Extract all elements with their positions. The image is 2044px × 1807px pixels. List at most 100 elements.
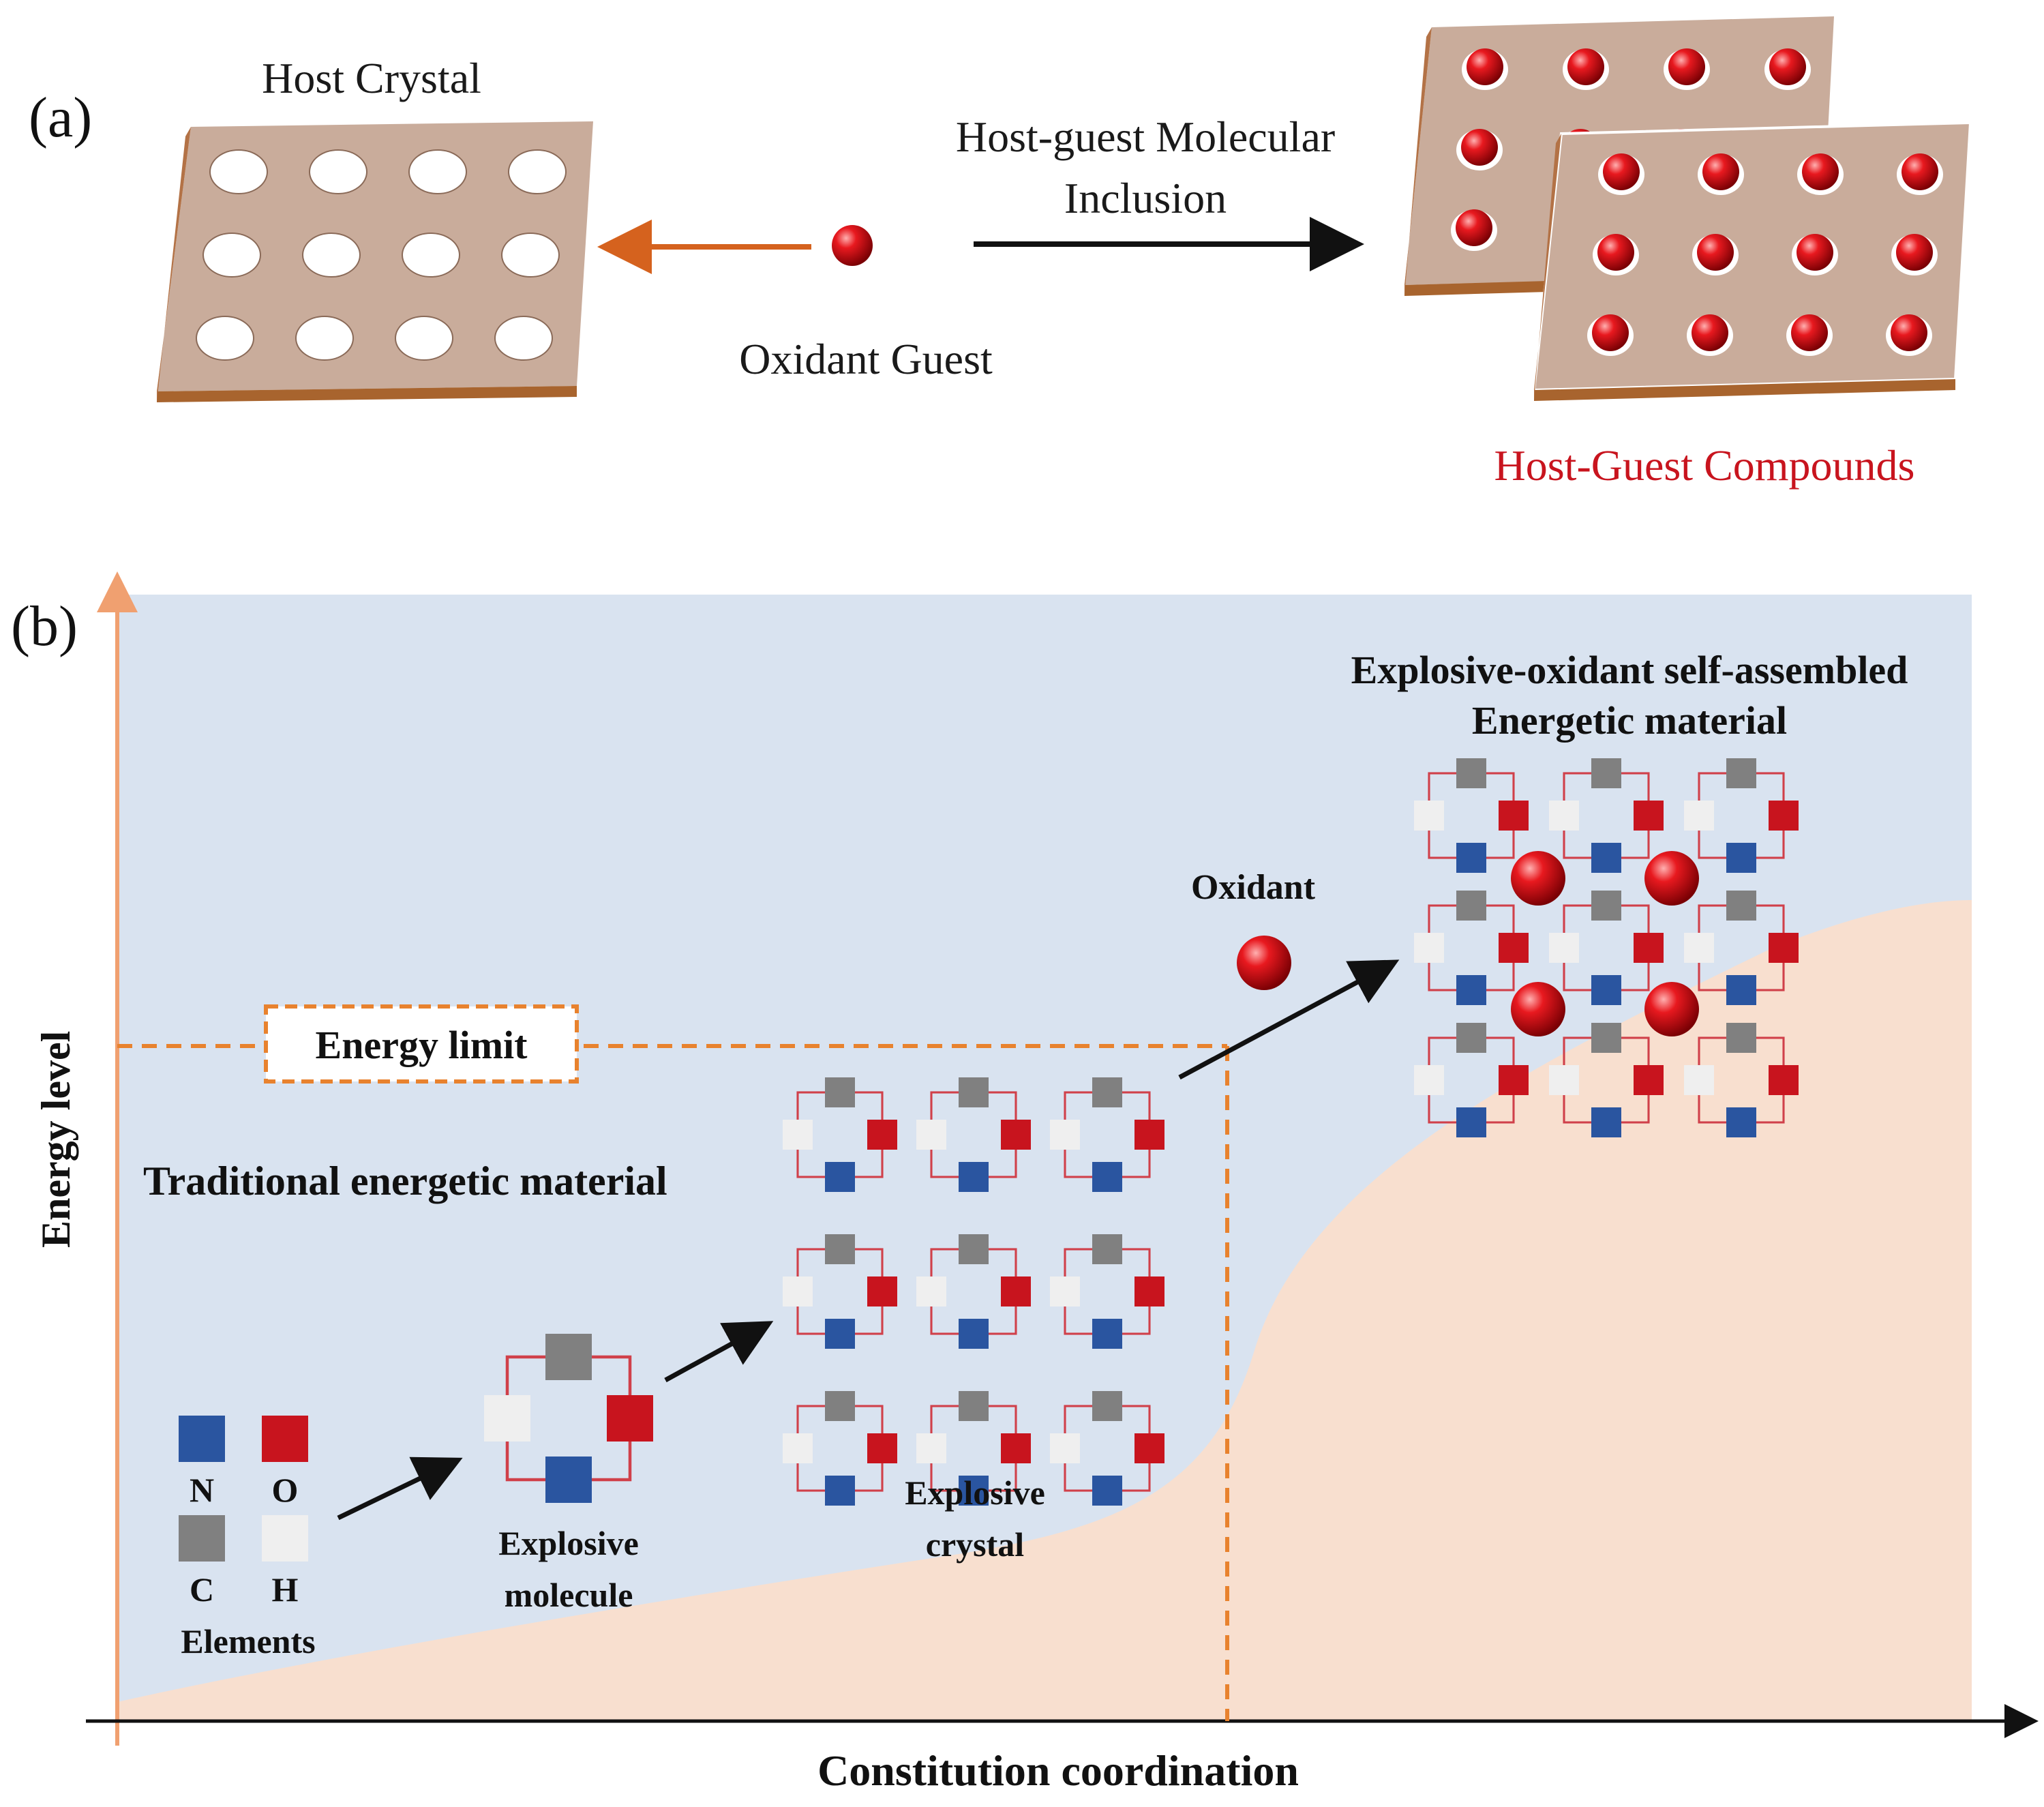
x-axis-label: Constitution coordination [817, 1746, 1299, 1795]
legend-symbol-n: N [190, 1471, 214, 1509]
arrow-crystal-to-assembled [1178, 959, 1400, 1080]
legend-symbol-o: O [272, 1471, 299, 1509]
back-guest-ball [1668, 48, 1705, 85]
molecule-motif [916, 1077, 1031, 1192]
atom-h [1414, 1065, 1444, 1095]
y-axis-label: Energy level [33, 1031, 78, 1248]
atom-c [959, 1234, 989, 1264]
panel-b-label: (b) [11, 595, 78, 658]
molecule-motif [783, 1391, 897, 1506]
host-pore [408, 149, 467, 194]
host-pore [209, 149, 268, 194]
atom-o [1499, 933, 1529, 963]
front-guest-ball [1702, 153, 1739, 190]
atom-o [1634, 1065, 1664, 1095]
atom-h [1414, 801, 1444, 831]
host-pore [295, 316, 354, 361]
host-pore [494, 316, 553, 361]
atom-n [825, 1476, 855, 1506]
atom-c [1456, 891, 1486, 921]
host-pores [196, 149, 567, 361]
oxidant-guest-ball [832, 225, 873, 266]
atom-h [783, 1120, 813, 1150]
atom-h [1684, 1065, 1714, 1095]
molecule-motif [1549, 891, 1664, 1005]
back-guest-ball [1567, 48, 1604, 85]
atom-o [1134, 1120, 1164, 1150]
host-pore [309, 149, 367, 194]
atom-o [1769, 801, 1799, 831]
host-pore [202, 233, 261, 278]
atom-n [959, 1162, 989, 1192]
front-guest-ball [1902, 153, 1938, 190]
front-guest-ball [1891, 314, 1927, 351]
atom-n [1092, 1162, 1122, 1192]
front-plate-guests [1587, 153, 1943, 356]
front-guest-ball [1802, 153, 1839, 190]
atom-n [1456, 843, 1486, 873]
molecule-motif [484, 1334, 653, 1503]
back-guest-ball [1467, 48, 1503, 85]
atom-n [1726, 1107, 1756, 1137]
molecule-motif [1684, 891, 1799, 1005]
atom-o [1001, 1433, 1031, 1463]
explosive-molecule-label-line1: Explosive [498, 1524, 639, 1562]
front-guest-ball [1697, 234, 1734, 271]
host-pore [508, 149, 567, 194]
inclusion-label-line1: Host-guest Molecular [956, 113, 1335, 161]
atom-c [1092, 1077, 1122, 1107]
explosive-molecule [484, 1334, 653, 1503]
molecule-motif [1050, 1077, 1164, 1192]
atom-h [1684, 933, 1714, 963]
atom-h [1549, 1065, 1579, 1095]
atom-n [1092, 1319, 1122, 1349]
energy-limit-label: Energy limit [316, 1023, 528, 1067]
explosive-crystal-label-line2: crystal [926, 1525, 1024, 1564]
molecule-motif [1050, 1234, 1164, 1349]
atom-h [1050, 1276, 1080, 1306]
host-plate-face [157, 121, 593, 391]
atom-o [1001, 1276, 1031, 1306]
atom-o [1134, 1433, 1164, 1463]
panel-b: (b) Energy level Constitution coordinati… [11, 571, 2039, 1795]
inclusion-label-line2: Inclusion [1064, 174, 1227, 222]
atom-h [916, 1276, 946, 1306]
back-guest-ball [1461, 129, 1498, 166]
atom-h [916, 1433, 946, 1463]
atom-n [959, 1319, 989, 1349]
atom-n [1726, 975, 1756, 1005]
host-pore [501, 233, 560, 278]
molecule-motif [916, 1391, 1031, 1506]
explosive-crystal-label-line1: Explosive [905, 1474, 1045, 1512]
legend-swatch-n [179, 1416, 225, 1462]
atom-h [1684, 801, 1714, 831]
atom-c [1591, 758, 1621, 788]
atom-o [867, 1433, 897, 1463]
atom-c [1726, 758, 1756, 788]
atom-c [1456, 1023, 1486, 1053]
front-guest-ball [1797, 234, 1833, 271]
molecule-motif [783, 1077, 897, 1192]
atom-o [1769, 1065, 1799, 1095]
atom-c [825, 1077, 855, 1107]
molecule-motif [916, 1234, 1031, 1349]
self-assembled-grid [1414, 758, 1799, 1137]
atom-n [1726, 843, 1756, 873]
atom-h [1050, 1120, 1080, 1150]
atom-n [825, 1162, 855, 1192]
atom-c [1726, 1023, 1756, 1053]
atom-n [959, 1476, 989, 1506]
legend-symbol-h: H [272, 1570, 299, 1609]
atom-c [959, 1391, 989, 1421]
atom-n [1456, 1107, 1486, 1137]
molecule-motif [783, 1234, 897, 1349]
molecule-motif [1414, 891, 1529, 1005]
atom-c [825, 1234, 855, 1264]
explosive-crystal-grid [783, 1077, 1164, 1506]
included-oxidant-ball [1511, 982, 1565, 1036]
explosive-molecule-label-line2: molecule [505, 1576, 633, 1614]
atom-c [825, 1391, 855, 1421]
atom-h [1549, 801, 1579, 831]
